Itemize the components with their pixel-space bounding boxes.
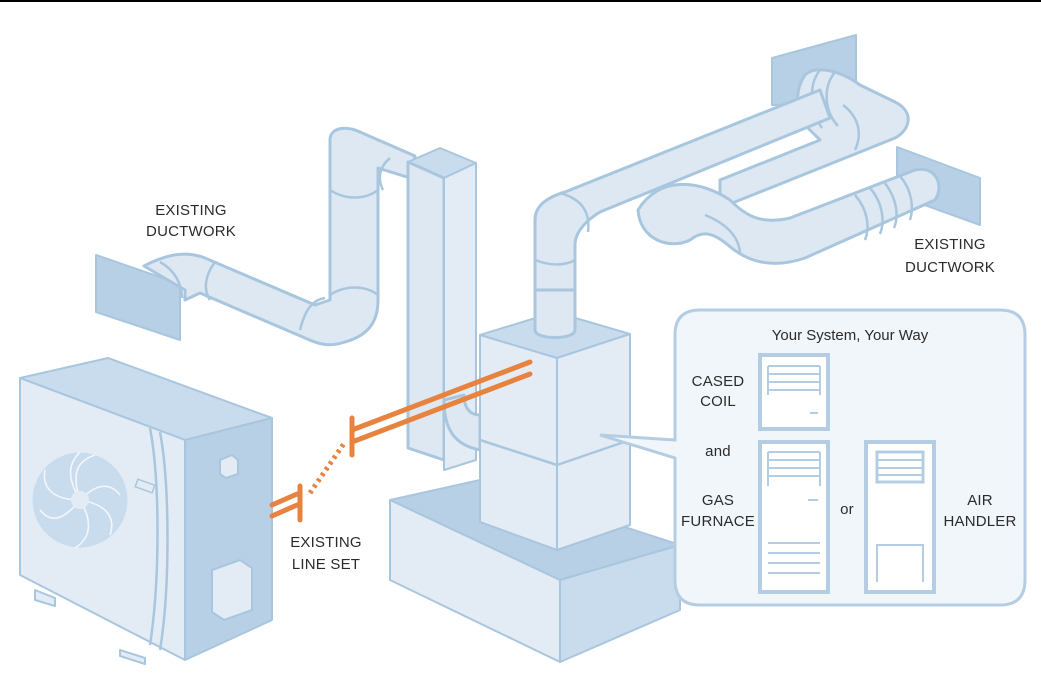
left-ductwork [95, 126, 417, 347]
cased-coil-label-2: COIL [700, 393, 736, 410]
air-handler-icon [864, 440, 936, 594]
top-border [0, 0, 1041, 2]
line-set-label-2: LINE SET [292, 556, 360, 573]
cased-coil-icon [758, 353, 830, 431]
register-left [95, 254, 181, 341]
or-label: or [840, 501, 854, 518]
panel-title: Your System, Your Way [772, 327, 929, 344]
indoor-unit [479, 288, 631, 551]
return-column [406, 147, 482, 471]
system-options-panel: Your System, Your Way CASED COIL and [599, 308, 1027, 607]
outdoor-heat-pump [19, 357, 273, 665]
ductwork-right-label-1: EXISTING [914, 236, 986, 253]
gas-furnace-label-1: GAS [702, 492, 734, 509]
right-ductwork-lower [636, 146, 981, 265]
gas-furnace-label-2: FURNACE [681, 513, 755, 530]
line-set-label-1: EXISTING [290, 534, 362, 551]
ductwork-right-label-2: DUCTWORK [905, 259, 995, 276]
air-handler-label-1: AIR [967, 492, 993, 509]
air-handler-label-2: HANDLER [943, 513, 1016, 530]
ductwork-left-label-1: EXISTING [155, 202, 227, 219]
gas-furnace-icon [758, 440, 830, 594]
line-set [269, 359, 533, 523]
and-label: and [705, 443, 731, 460]
ductwork-left-label-2: DUCTWORK [146, 223, 236, 240]
cased-coil-label-1: CASED [692, 373, 745, 390]
